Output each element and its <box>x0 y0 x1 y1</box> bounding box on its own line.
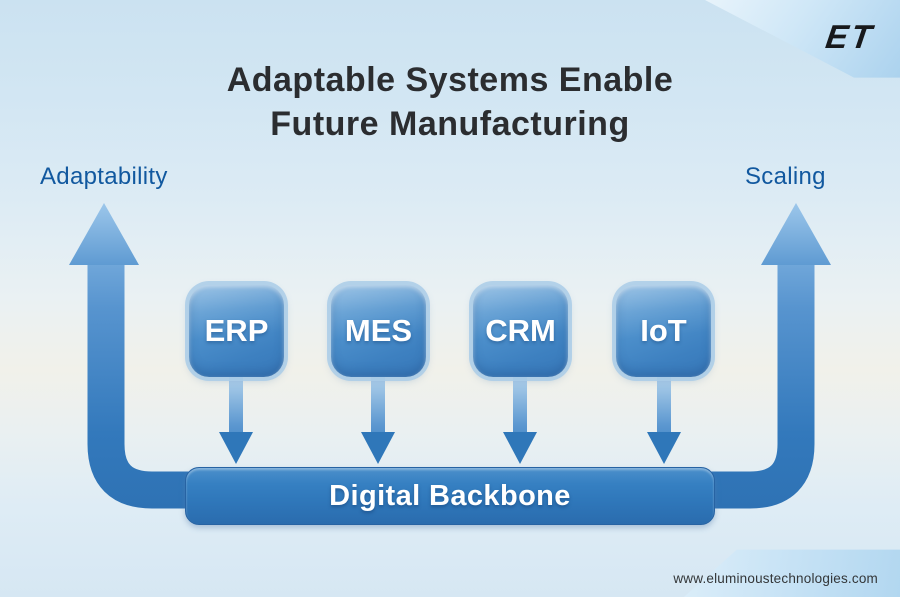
system-box-label: ERP <box>204 313 269 348</box>
scaling-up-arrow <box>690 203 831 509</box>
adaptability-up-arrow <box>69 203 210 509</box>
scaling-arrowhead-icon <box>761 203 831 265</box>
system-box-label: MES <box>344 313 413 348</box>
system-box-mes: MES <box>331 285 426 377</box>
scaling-arrow-pipe <box>690 256 815 509</box>
crm-down-arrow <box>503 376 537 464</box>
system-box-erp: ERP <box>189 285 284 377</box>
system-box-label: CRM <box>485 313 556 348</box>
digital-backbone-label: Digital Backbone <box>329 479 571 512</box>
iot-down-arrow <box>647 376 681 464</box>
website-url: www.eluminoustechnologies.com <box>673 571 878 586</box>
mes-down-arrow <box>361 376 395 464</box>
page-title-line-2: Future Manufacturing <box>270 105 630 143</box>
digital-backbone-bar: Digital Backbone <box>185 467 715 525</box>
adaptability-arrowhead-icon <box>69 203 139 265</box>
page-title: Adaptable Systems Enable Future Manufact… <box>0 58 900 146</box>
system-box-label: IoT <box>640 313 687 348</box>
system-box-crm: CRM <box>473 285 568 377</box>
page-title-line-1: Adaptable Systems Enable <box>226 61 674 99</box>
scaling-label: Scaling <box>745 163 826 190</box>
adaptability-arrow-pipe <box>87 256 210 509</box>
system-box-iot: IoT <box>616 285 711 377</box>
adaptability-label: Adaptability <box>40 163 168 190</box>
erp-down-arrow <box>219 376 253 464</box>
